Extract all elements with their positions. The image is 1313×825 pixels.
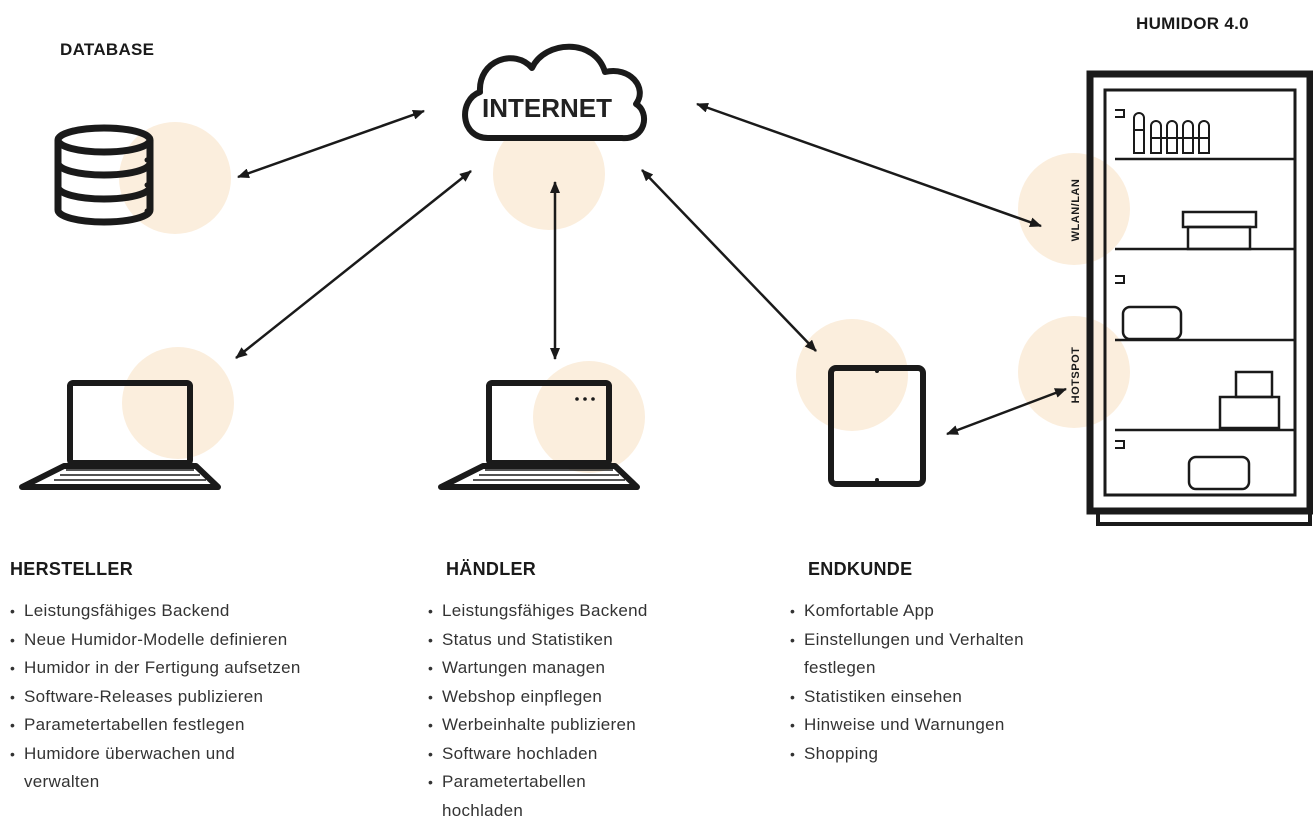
arrow-internet-humidor: [696, 102, 1042, 228]
list-item: Werbeinhalte publizieren: [428, 711, 728, 740]
list-item: Shopping: [790, 740, 1090, 769]
arrow-hersteller-internet: [235, 170, 472, 359]
arrow-tablet-humidor: [946, 387, 1067, 436]
hotspot-label: HOTSPOT: [1070, 347, 1082, 404]
arrow-endkunde-internet: [641, 169, 817, 352]
endkunde-list: Komfortable App Einstellungen und Verhal…: [790, 597, 1090, 768]
tablet-accent-circle: [796, 319, 908, 431]
humidifier-icon: [1121, 305, 1183, 341]
list-item: Software hochladen: [428, 740, 728, 769]
architecture-diagram: INTERNET: [19, 43, 1313, 526]
haendler-title: HÄNDLER: [446, 559, 537, 579]
haendler-list: Leistungsfähiges Backend Status und Stat…: [428, 597, 728, 825]
list-item: Humidor in der Fertigung aufsetzen: [10, 654, 380, 683]
laptop-icon: [438, 380, 640, 490]
cloud-icon: INTERNET: [462, 43, 647, 142]
wlan-accent-circle: [1018, 153, 1130, 265]
cigar-icon: [1133, 112, 1210, 154]
tablet-icon: [828, 365, 926, 487]
list-item: Status und Statistiken: [428, 626, 728, 655]
hersteller-list: Leistungsfähiges Backend Neue Humidor-Mo…: [10, 597, 380, 797]
list-item: Einstellungen und Verhalten festlegen: [790, 626, 1074, 683]
humidor-label: HUMIDOR 4.0: [1136, 14, 1249, 33]
ellipsis-icon: [575, 397, 595, 401]
cigar-box-icon: [1181, 210, 1258, 251]
cigar-box-icon: [1218, 370, 1281, 430]
laptop-icon: [19, 380, 221, 490]
database-label: DATABASE: [60, 40, 155, 59]
tag-icon: [1115, 109, 1125, 449]
database-icon: [54, 124, 154, 226]
list-item: Software-Releases publizieren: [10, 683, 380, 712]
list-item: Webshop einpflegen: [428, 683, 728, 712]
list-item: Hinweise und Warnungen: [790, 711, 1090, 740]
internet-accent-circle: [493, 118, 605, 230]
list-item: Parametertabellen festlegen: [10, 711, 380, 740]
endkunde-title: ENDKUNDE: [808, 559, 913, 579]
list-item: Neue Humidor-Modelle definieren: [10, 626, 380, 655]
list-item: Komfortable App: [790, 597, 1090, 626]
hersteller-title: HERSTELLER: [10, 559, 134, 579]
list-item: Humidore überwachen und verwalten: [10, 740, 289, 797]
list-item: Leistungsfähiges Backend: [10, 597, 380, 626]
list-item: Statistiken einsehen: [790, 683, 1090, 712]
wlan-label: WLAN/LAN: [1070, 179, 1082, 242]
list-item: Leistungsfähiges Backend: [428, 597, 728, 626]
humidor-cabinet-icon: [1086, 70, 1313, 526]
humidifier-icon: [1187, 455, 1251, 491]
laptop-middle-accent-circle: [533, 361, 645, 473]
list-item: Parametertabellen hochladen: [428, 768, 647, 825]
arrow-database-internet: [237, 109, 425, 179]
list-item: Wartungen managen: [428, 654, 728, 683]
internet-label: INTERNET: [482, 93, 612, 123]
connection-arrows: [235, 102, 1067, 436]
laptop-left-accent-circle: [122, 347, 234, 459]
humidor-shelves: [1115, 157, 1294, 432]
accent-circles: [119, 118, 1130, 473]
